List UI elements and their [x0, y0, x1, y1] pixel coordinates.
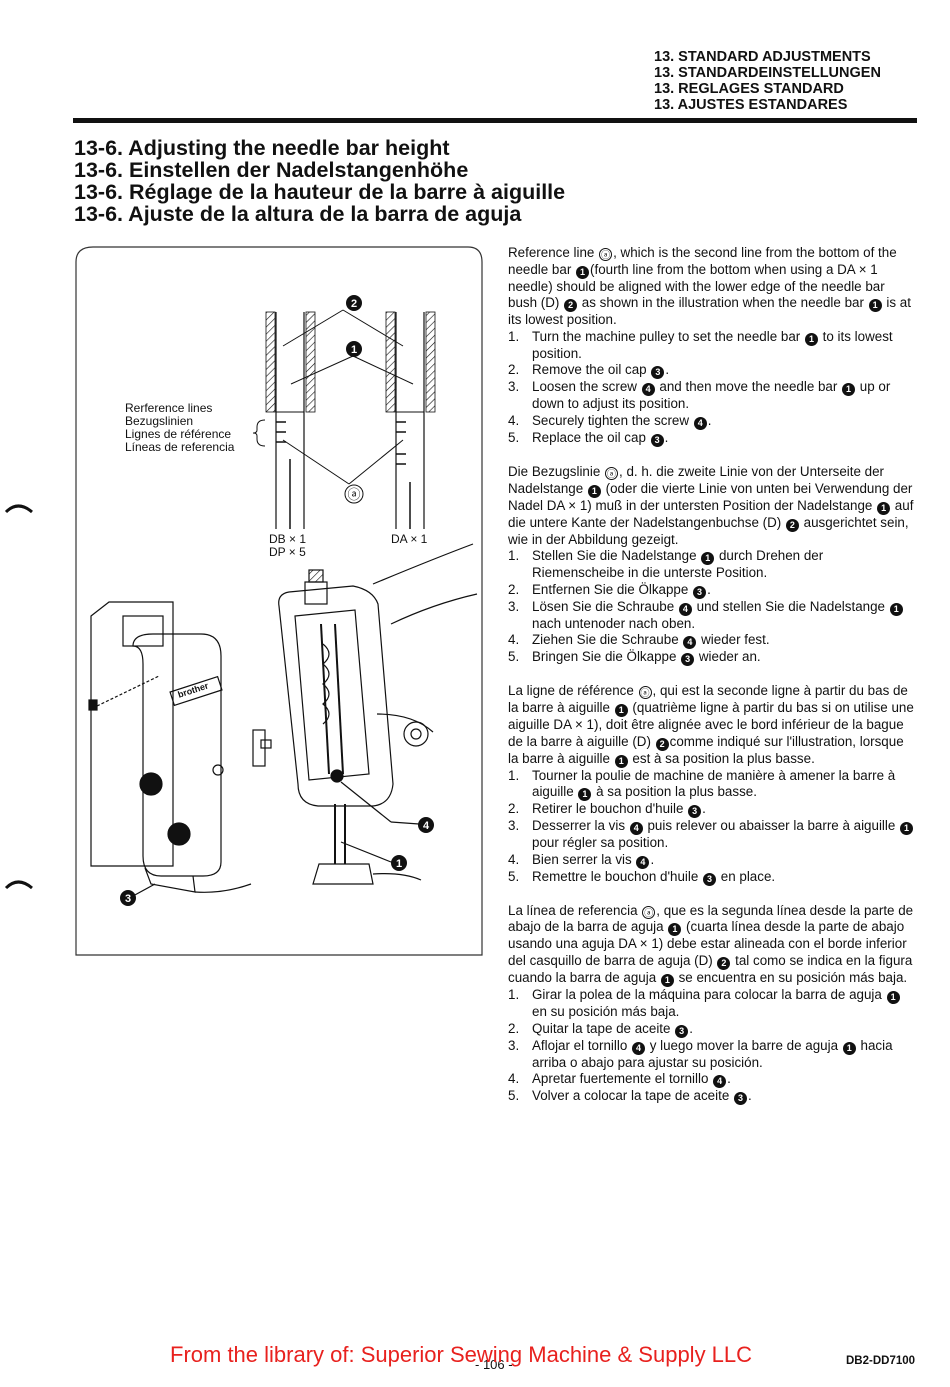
- section-title-fr: 13-6. Réglage de la hauteur de la barre …: [74, 180, 566, 204]
- page-number: - 106 -: [475, 1357, 513, 1372]
- steps-fr: 1.Tourner la poulie de machine de manièr…: [508, 768, 916, 886]
- ref-label-fr: Lignes de référence: [125, 427, 231, 441]
- step-3-fr: 3.Desserrer la vis 4 puis relever ou aba…: [508, 818, 916, 852]
- steps-de: 1.Stellen Sie die Nadelstange 1 durch Dr…: [508, 548, 916, 667]
- chapter-title-es: 13. AJUSTES ESTANDARES: [654, 97, 848, 113]
- intro-en: Reference line ⓐ, which is the second li…: [508, 245, 911, 328]
- instructions-fr: La ligne de référence ⓐ, qui est la seco…: [508, 683, 916, 886]
- header-rule: [73, 118, 917, 123]
- needle-bar-left: [265, 311, 316, 529]
- section-title-es: 13-6. Ajuste de la altura de la barra de…: [74, 202, 522, 226]
- brand-logo: brother: [177, 680, 211, 699]
- callout-1-label: 1: [351, 344, 357, 356]
- step-2-es: 2.Quitar la tape de aceite 3.: [508, 1020, 693, 1038]
- instructions-column: Reference line ⓐ, which is the second li…: [508, 245, 916, 1106]
- binder-mark-bottom-icon: [4, 880, 33, 890]
- step-3-en: 3.Loosen the screw 4 and then move the n…: [508, 379, 891, 412]
- needle-bar-illustration: 2 1 ⓐ Rerference lines Bezugslinien Lign…: [75, 246, 483, 956]
- step-4-es: 4.Apretar fuertemente el tornillo 4.: [508, 1071, 731, 1089]
- steps-es: 1.Girar la polea de la máquina para colo…: [508, 987, 916, 1106]
- step-4-fr: 4.Bien serrer la vis 4.: [508, 851, 655, 869]
- callout-3-icon: [120, 890, 136, 906]
- steps-en: 1.Turn the machine pulley to set the nee…: [508, 329, 916, 447]
- library-watermark: From the library of: Superior Sewing Mac…: [170, 1342, 753, 1367]
- callout-3-label: 3: [125, 893, 131, 905]
- section-title-en: 13-6. Adjusting the needle bar height: [74, 136, 450, 160]
- needle-label-dp: DP × 5: [269, 545, 306, 559]
- needle-label-da: DA × 1: [391, 532, 428, 546]
- chapter-header: 13. STANDARD ADJUSTMENTS 13. STANDARDEIN…: [654, 49, 934, 113]
- step-1-en: 1.Turn the machine pulley to set the nee…: [508, 328, 893, 361]
- callout-2-label: 2: [351, 298, 357, 310]
- callout-a-icon: [344, 484, 364, 504]
- callout-a-label: ⓐ: [347, 487, 360, 502]
- step-5-de: 5.Bringen Sie die Ölkappe 3 wieder an.: [508, 649, 761, 667]
- needle-bar-right: [385, 311, 436, 529]
- callout-2-icon: [346, 295, 362, 311]
- step-5-en: 5.Replace the oil cap 3.: [508, 429, 669, 447]
- step-5-fr: 5.Remettre le bouchon d'huile 3 en place…: [508, 868, 776, 886]
- ref-label-en: Rerference lines: [125, 401, 212, 415]
- section-title-de: 13-6. Einstellen der Nadelstangenhöhe: [74, 158, 469, 182]
- ref-label-es: Líneas de referencia: [125, 440, 235, 454]
- step-2-de: 2.Entfernen Sie die Ölkappe 3.: [508, 581, 711, 599]
- chapter-title-de: 13. STANDARDEINSTELLUNGEN: [654, 65, 881, 81]
- instructions-en: Reference line ⓐ, which is the second li…: [508, 245, 916, 447]
- machine-head-drawing: [252, 543, 478, 885]
- needle-label-db: DB × 1: [269, 532, 306, 546]
- callout-1b-label: 1: [396, 858, 402, 870]
- step-1-fr: 1.Tourner la poulie de machine de manièr…: [508, 767, 896, 802]
- instructions-es: La línea de referencia ⓐ, que es la segu…: [508, 902, 916, 1106]
- section-titles: 13-6. Adjusting the needle bar height 13…: [74, 137, 565, 225]
- face-plate-drawing: [88, 601, 252, 893]
- step-3-es: 3.Aflojar el tornillo 4 y luego mover la…: [508, 1037, 893, 1070]
- callout-1b-icon: [391, 855, 407, 871]
- step-1-es: 1.Girar la polea de la máquina para colo…: [508, 987, 916, 1021]
- chapter-title-fr: 13. REGLAGES STANDARD: [654, 81, 844, 97]
- step-4-en: 4.Securely tighten the screw 4.: [508, 412, 712, 430]
- callout-4-label: 4: [423, 820, 430, 832]
- binder-mark-top-icon: [4, 504, 33, 514]
- intro-de: Die Bezugslinie ⓐ, d. h. die zweite Lini…: [508, 463, 914, 547]
- step-5-es: 5.Volver a colocar la tape de aceite 3.: [508, 1088, 752, 1106]
- intro-es: La línea de referencia ⓐ, que es la segu…: [508, 902, 914, 987]
- step-4-de: 4.Ziehen Sie die Schraube 4 wieder fest.: [508, 632, 770, 650]
- document-id: DB2-DD7100: [846, 1355, 916, 1367]
- chapter-title-en: 13. STANDARD ADJUSTMENTS: [654, 49, 871, 65]
- ref-label-de: Bezugslinien: [125, 414, 193, 428]
- step-2-en: 2.Remove the oil cap 3.: [508, 362, 670, 380]
- callout-4-icon: [418, 817, 434, 833]
- callout-1-icon: [346, 341, 362, 357]
- instructions-de: Die Bezugslinie ⓐ, d. h. die zweite Lini…: [508, 463, 916, 667]
- step-3-de: 3.Lösen Sie die Schraube 4 und stellen S…: [508, 599, 916, 633]
- step-1-de: 1.Stellen Sie die Nadelstange 1 durch Dr…: [508, 548, 824, 581]
- step-2-fr: 2.Retirer le bouchon d'huile 3.: [508, 801, 706, 819]
- intro-fr: La ligne de référence ⓐ, qui est la seco…: [508, 683, 914, 768]
